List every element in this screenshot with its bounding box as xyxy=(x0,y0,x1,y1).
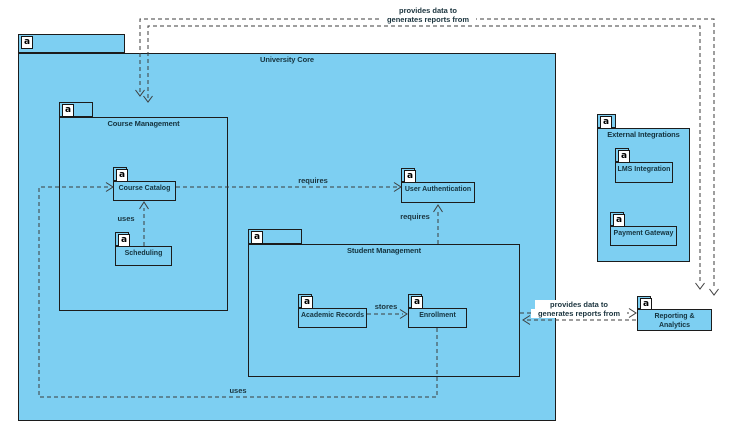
course-catalog-component[interactable]: Course Catalog xyxy=(113,181,176,201)
student-management-label: Student Management xyxy=(346,246,422,255)
user-authentication-component[interactable]: User Authentication xyxy=(401,182,475,203)
university-core-tab[interactable]: a xyxy=(18,34,125,53)
payment-gateway-label: Payment Gateway xyxy=(613,230,674,237)
top-provides-label: provides data to xyxy=(384,6,472,15)
reporting-analytics-tab[interactable]: a xyxy=(637,296,652,311)
course-catalog-label: Course Catalog xyxy=(118,185,171,192)
reporting-analytics-component[interactable]: Reporting & Analytics xyxy=(637,309,712,331)
payment-gateway-tab[interactable]: a xyxy=(610,212,625,227)
academic-records-tab[interactable]: a xyxy=(298,294,313,309)
user-authentication-tab[interactable]: a xyxy=(401,168,416,183)
right-generates-label: generates reports from xyxy=(531,309,627,318)
reporting-analytics-label-line2: Analytics xyxy=(658,322,691,329)
scheduling-tab[interactable]: a xyxy=(115,232,130,247)
user-authentication-label: User Authentication xyxy=(404,186,472,193)
top-generates-label: generates reports from xyxy=(380,15,476,24)
external-integrations-tab[interactable]: a xyxy=(597,114,616,129)
university-core-label: University Core xyxy=(260,55,314,64)
lms-integration-tab[interactable]: a xyxy=(615,148,630,163)
academic-records-component[interactable]: Academic Records xyxy=(298,308,367,328)
package-icon: a xyxy=(251,231,263,244)
payment-gateway-component[interactable]: Payment Gateway xyxy=(610,226,677,246)
academic-records-label: Academic Records xyxy=(300,312,365,319)
scheduling-label: Scheduling xyxy=(124,250,163,257)
requires-label: requires xyxy=(298,176,328,185)
lms-integration-label: LMS Integration xyxy=(617,166,671,173)
course-management-tab[interactable]: a xyxy=(59,102,93,117)
package-icon: a xyxy=(21,36,33,49)
enrollment-component[interactable]: Enrollment xyxy=(408,308,467,328)
course-management-label: Course Management xyxy=(107,119,180,128)
uses-label: uses xyxy=(117,214,135,223)
reporting-analytics-label-line1: Reporting & xyxy=(654,313,695,320)
enrollment-tab[interactable]: a xyxy=(408,294,423,309)
enrollment-label: Enrollment xyxy=(419,312,456,319)
student-management-tab[interactable]: a xyxy=(248,229,302,244)
scheduling-component[interactable]: Scheduling xyxy=(115,246,172,266)
uses-label: uses xyxy=(229,386,247,395)
requires-label: requires xyxy=(400,212,430,221)
course-catalog-tab[interactable]: a xyxy=(113,167,128,182)
right-provides-label: provides data to xyxy=(535,300,623,309)
stores-label: stores xyxy=(374,302,398,311)
lms-integration-component[interactable]: LMS Integration xyxy=(615,162,673,183)
course-management-package[interactable] xyxy=(59,117,228,311)
package-icon: a xyxy=(62,104,74,117)
external-integrations-label: External Integrations xyxy=(607,130,680,139)
